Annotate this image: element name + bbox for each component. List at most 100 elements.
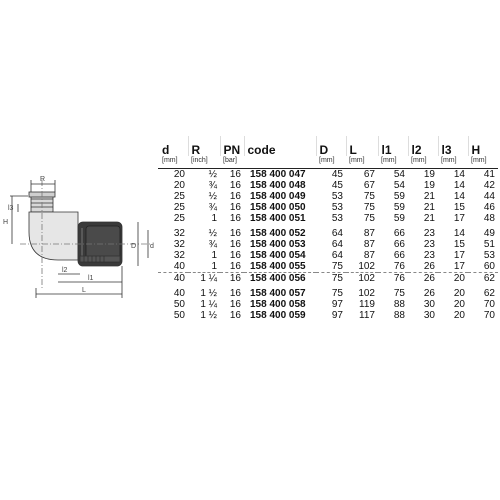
cell-l2: 26 <box>423 261 435 272</box>
cell-pn: 16 <box>229 299 241 310</box>
cell-d: 64 <box>331 250 343 261</box>
cell-h: 62 <box>483 288 495 299</box>
cell-h: 60 <box>483 261 495 272</box>
cell-l2: 26 <box>408 272 438 284</box>
cell-h: 48 <box>483 213 495 224</box>
cell-l1: 59 <box>393 213 405 224</box>
cell-l: 75 <box>363 202 375 213</box>
cell-l: 117 <box>359 310 375 321</box>
column-header-r: R <box>187 136 220 156</box>
cell-l3: 17 <box>453 250 465 261</box>
column-unit-d: [mm] <box>158 156 188 169</box>
cell-d: 75 <box>316 272 346 284</box>
cell-code: 158 400 047 <box>250 169 306 180</box>
cell-r: ½ <box>208 169 217 180</box>
column-header-code: code <box>243 136 316 156</box>
column-header-l: L <box>345 136 378 156</box>
cell-l1: 59 <box>393 202 405 213</box>
cell-l1: 76 <box>378 272 408 284</box>
cell-l: 102 <box>346 272 378 284</box>
cell-l3: 14 <box>453 191 465 202</box>
label-l2: l2 <box>62 267 68 274</box>
cell-h: 70 <box>483 310 495 321</box>
cell-r: 1 ¼ <box>200 299 217 310</box>
cell-l3: 14 <box>453 169 465 180</box>
cell-d: 64 <box>331 239 343 250</box>
label-l3: l3 <box>8 205 14 212</box>
cell-d: 97 <box>331 310 343 321</box>
cell-code: 158 400 049 <box>250 191 306 202</box>
label-l1: l1 <box>88 275 94 282</box>
cell-d: 25 <box>173 202 185 213</box>
cell-h: 42 <box>483 180 495 191</box>
cell-l1: 54 <box>393 169 405 180</box>
cell-l1: 75 <box>393 288 405 299</box>
cell-h: 49 <box>483 228 495 239</box>
cell-l: 67 <box>363 169 375 180</box>
cell-code: 158 400 059 <box>250 310 306 321</box>
cell-pn: 16 <box>229 213 241 224</box>
cell-d: 25 <box>173 191 185 202</box>
cell-pn: 16 <box>229 250 241 261</box>
cell-l: 67 <box>363 180 375 191</box>
column-header-pn: PN <box>219 136 244 156</box>
cell-d: 20 <box>173 180 185 191</box>
cell-l: 102 <box>358 261 375 272</box>
cell-d: 53 <box>331 191 343 202</box>
cell-pn: 16 <box>229 288 241 299</box>
label-L: L <box>82 287 86 294</box>
cell-pn: 16 <box>220 272 244 284</box>
cell-code: 158 400 050 <box>250 202 306 213</box>
cell-pn: 16 <box>229 180 241 191</box>
cell-l: 75 <box>363 191 375 202</box>
cell-r: ½ <box>208 191 217 202</box>
cell-h: 44 <box>483 191 495 202</box>
elbow-fitting-drawing: R H l3 D d l2 l1 L <box>3 176 154 298</box>
cell-code: 158 400 058 <box>250 299 306 310</box>
cell-pn: 16 <box>229 310 241 321</box>
cell-l2: 26 <box>423 288 435 299</box>
cell-l2: 21 <box>423 202 435 213</box>
cell-d: 75 <box>331 261 343 272</box>
cell-d: 75 <box>331 288 343 299</box>
cell-l1: 66 <box>393 250 405 261</box>
cell-l1: 66 <box>393 228 405 239</box>
cell-d: 97 <box>331 299 343 310</box>
cell-l3: 17 <box>453 213 465 224</box>
cell-h: 46 <box>483 202 495 213</box>
cell-l2: 30 <box>423 310 435 321</box>
cell-l: 87 <box>363 228 375 239</box>
cell-l1: 66 <box>393 239 405 250</box>
cell-l1: 54 <box>393 180 405 191</box>
cell-l1: 59 <box>393 191 405 202</box>
cell-r: 1 <box>211 213 217 224</box>
cell-l3: 14 <box>453 180 465 191</box>
cell-d: 32 <box>173 250 185 261</box>
column-unit-h: [mm] <box>468 156 498 169</box>
cell-h: 41 <box>483 169 495 180</box>
cell-l1: 88 <box>393 299 405 310</box>
cell-l2: 19 <box>423 180 435 191</box>
cell-d: 25 <box>173 213 185 224</box>
unit-row: [mm][inch][bar][mm][mm][mm][mm][mm][mm] <box>158 156 498 169</box>
cell-r: 1 <box>211 261 217 272</box>
cell-l2: 23 <box>423 239 435 250</box>
column-unit-l: [mm] <box>346 156 378 169</box>
cell-l3: 20 <box>453 310 465 321</box>
cell-l1: 76 <box>393 261 405 272</box>
column-unit-d: [mm] <box>316 156 346 169</box>
cell-r: 1 <box>211 250 217 261</box>
column-header-l3: l3 <box>437 136 468 156</box>
label-R: R <box>40 176 45 183</box>
column-unit-l3: [mm] <box>438 156 468 169</box>
cell-l: 75 <box>363 213 375 224</box>
